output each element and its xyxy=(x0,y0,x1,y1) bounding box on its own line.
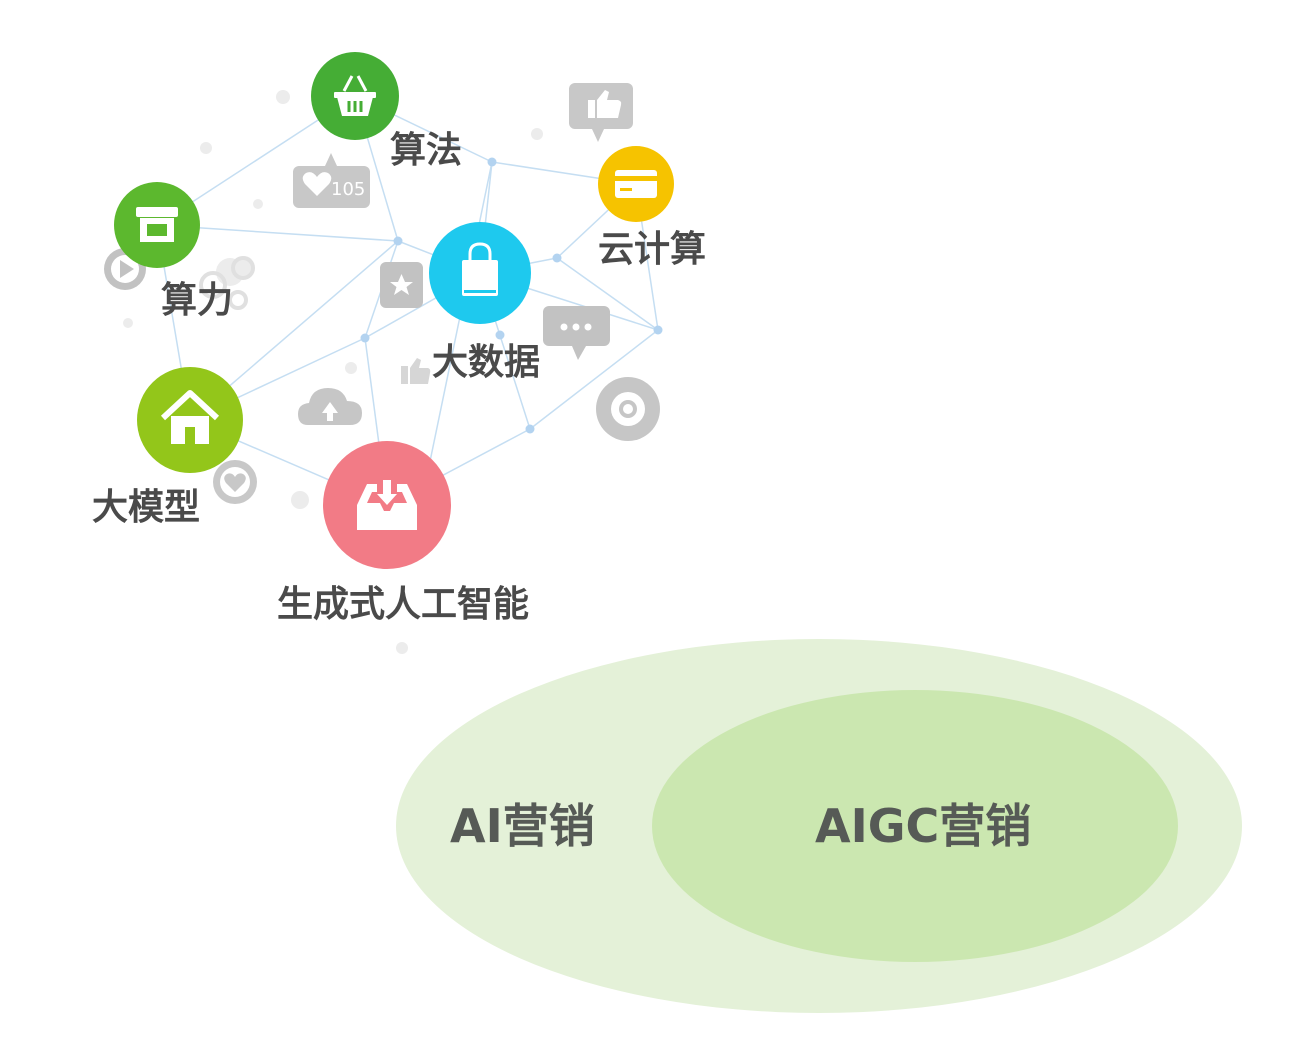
label-model: 大模型 xyxy=(92,487,201,528)
settings-gear-icon xyxy=(596,377,660,441)
node-bigdata xyxy=(429,222,531,324)
venn-inner-ellipse xyxy=(652,690,1178,962)
cloud-upload-icon xyxy=(298,388,362,425)
gear-cluster-icon xyxy=(199,256,255,310)
star-badge-icon xyxy=(380,262,423,308)
label-genai: 生成式人工智能 xyxy=(277,584,530,625)
node-genai xyxy=(323,441,451,569)
home-icon xyxy=(160,390,220,444)
node-model xyxy=(137,367,243,473)
basket-icon xyxy=(334,75,376,116)
node-algorithm xyxy=(311,52,399,140)
venn-inner-label: AIGC营销 xyxy=(815,799,1032,853)
like-count-bubble: 105 xyxy=(293,153,370,208)
shopping-bag-icon xyxy=(462,242,498,296)
venn-outer-label: AI营销 xyxy=(450,799,595,853)
heart-icon xyxy=(302,172,332,196)
chat-bubble-icon xyxy=(543,306,610,360)
thumbs-up-small-icon xyxy=(401,358,431,384)
label-cloud: 云计算 xyxy=(598,229,707,270)
background-dots xyxy=(123,90,543,654)
credit-card-icon xyxy=(615,170,657,198)
node-compute xyxy=(114,182,200,268)
label-compute: 算力 xyxy=(161,280,234,321)
inbox-download-icon xyxy=(357,480,417,530)
node-cloud xyxy=(598,146,674,222)
like-count: 105 xyxy=(331,179,365,200)
heart-circle-icon xyxy=(213,460,257,504)
label-algorithm: 算法 xyxy=(390,130,463,171)
network-dots xyxy=(360,157,663,434)
label-bigdata: 大数据 xyxy=(432,342,541,383)
store-icon xyxy=(136,207,178,242)
thumbs-up-bubble-icon xyxy=(569,83,633,142)
